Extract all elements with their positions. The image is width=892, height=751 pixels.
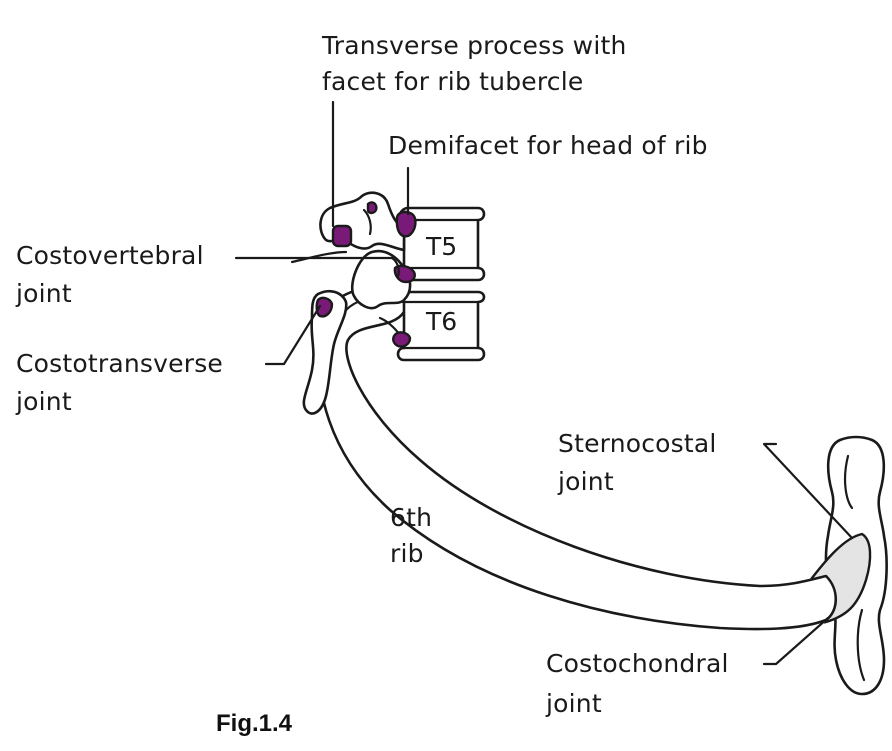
figure-caption: Fig.1.4 [216, 710, 293, 737]
vertebra-label-t6: T6 [425, 307, 457, 336]
label-costochondral-line1: Costochondral [546, 649, 729, 678]
label-sternocostal-line1: Sternocostal [558, 429, 717, 458]
label-costotransverse-line1: Costotransverse [16, 349, 224, 378]
label-rib-line1: 6th [390, 503, 433, 532]
label-costovertebral-line2: joint [16, 279, 72, 308]
costotransverse-facet [315, 296, 334, 318]
transverse-process-facet [331, 224, 353, 248]
label-demifacet: Demifacet for head of rib [388, 131, 708, 160]
label-rib-line2: rib [390, 539, 424, 568]
leader-costotransverse [264, 304, 322, 366]
demifacet-t6-lower [392, 331, 412, 348]
label-sternocostal-line2: joint [558, 467, 614, 496]
label-costochondral-line2: joint [546, 689, 602, 718]
sixth-rib [315, 284, 838, 631]
leader-costovertebral [234, 256, 400, 278]
spinous-process [302, 289, 348, 415]
demifacet-t5-upper [395, 210, 417, 238]
arch-detail-1 [290, 250, 348, 264]
upper-arch-facet [366, 201, 378, 215]
vertebra-label-t5: T5 [425, 232, 457, 261]
label-transverse-process-line2: facet for rib tubercle [322, 67, 584, 96]
leader-costochondral [762, 616, 830, 666]
label-costotransverse-line2: joint [16, 387, 72, 416]
label-costovertebral-line1: Costovertebral [16, 241, 204, 270]
sternum-inner-line [843, 454, 866, 682]
leader-sternocostal [762, 442, 854, 540]
label-transverse-process-line1: Transverse process with [322, 31, 627, 60]
arch-detail-3 [362, 208, 372, 236]
